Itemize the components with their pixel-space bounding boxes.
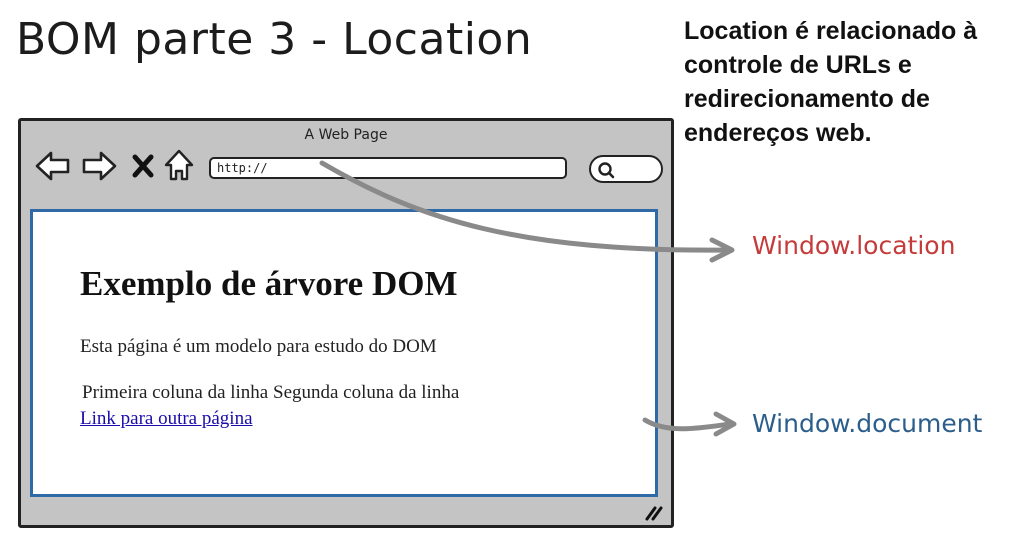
- window-title: A Web Page: [304, 127, 388, 143]
- location-arrow: [319, 160, 735, 263]
- back-arrow-icon[interactable]: [35, 149, 71, 183]
- stop-icon[interactable]: [131, 153, 155, 179]
- page-table: Primeira coluna da linha Segunda coluna …: [82, 382, 459, 404]
- page-link[interactable]: Link para outra página: [80, 408, 253, 429]
- document-arrow: [642, 411, 737, 437]
- forward-arrow-icon[interactable]: [81, 149, 117, 183]
- home-icon[interactable]: [163, 148, 195, 182]
- table-cell: Segunda coluna da linha: [273, 382, 460, 403]
- page-heading: Exemplo de árvore DOM: [80, 264, 458, 303]
- table-cell: Primeira coluna da linha: [82, 382, 269, 403]
- search-input[interactable]: [589, 155, 663, 183]
- browser-mockup: A Web Page http:// Exemplo de árvore DOM…: [18, 118, 674, 528]
- search-icon: [598, 162, 615, 179]
- url-input[interactable]: http://: [209, 157, 567, 179]
- window-location-label: Window.location: [752, 231, 956, 260]
- page-content: Exemplo de árvore DOM Esta página é um m…: [30, 209, 658, 497]
- resize-grip-icon[interactable]: [643, 505, 663, 521]
- window-document-label: Window.document: [752, 409, 983, 438]
- slide-title: BOM parte 3 - Location: [16, 14, 533, 65]
- page-paragraph: Esta página é um modelo para estudo do D…: [80, 336, 437, 357]
- slide-note: Location é relacionado à controle de URL…: [684, 17, 978, 147]
